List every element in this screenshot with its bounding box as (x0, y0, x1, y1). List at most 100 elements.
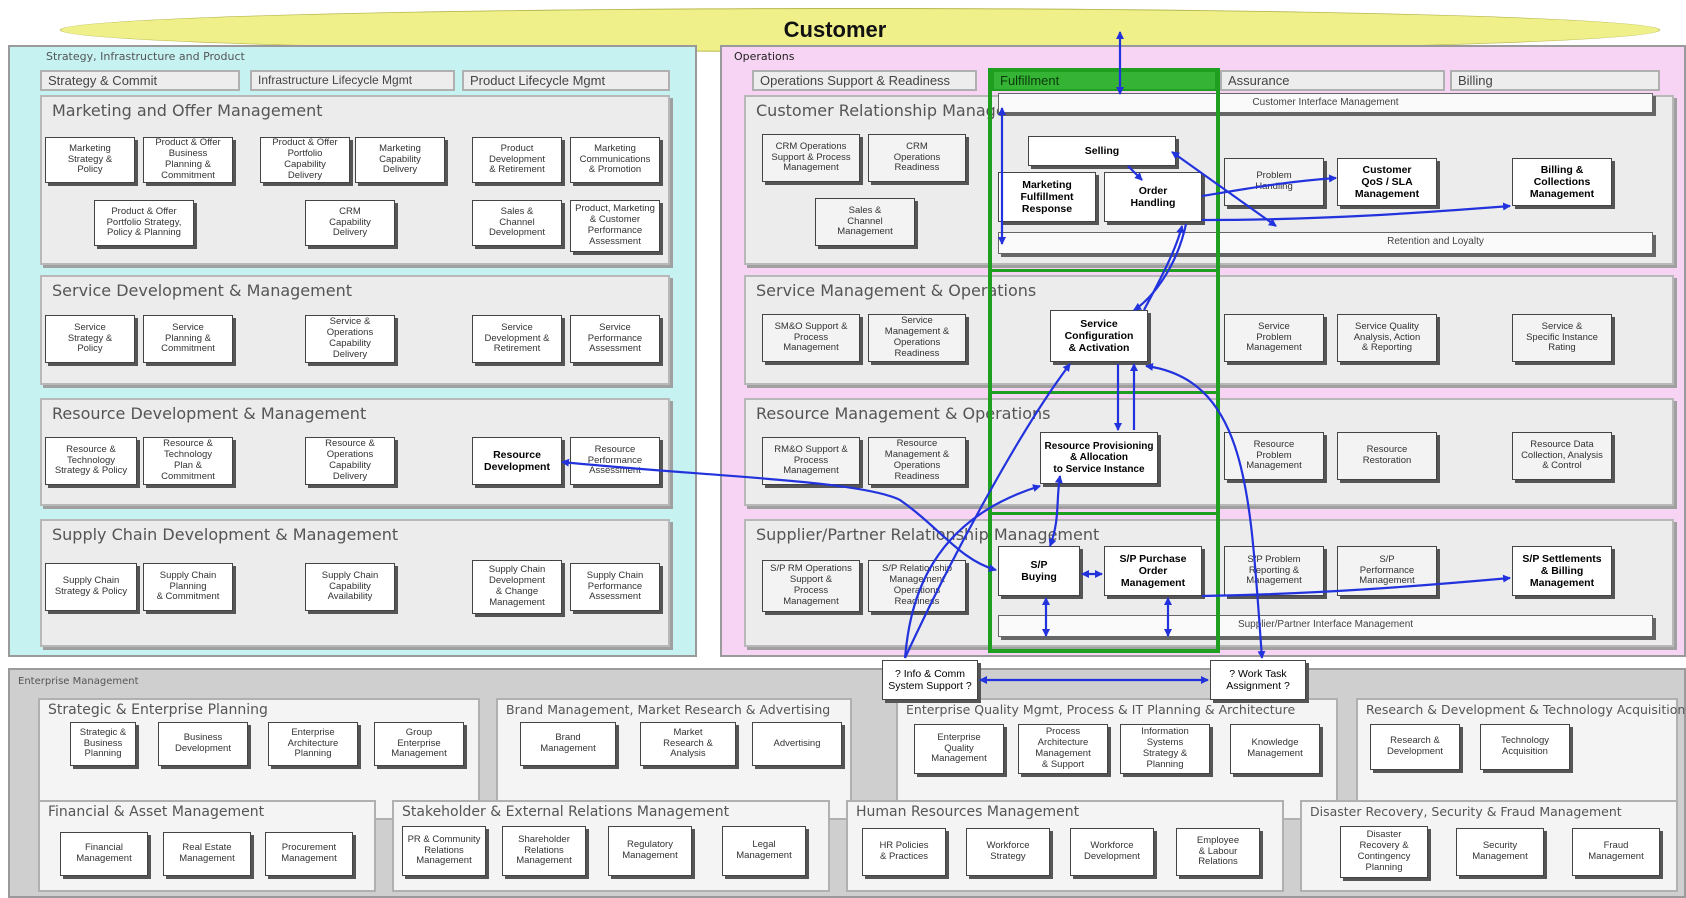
process-box[interactable]: Marketing Strategy & Policy (45, 137, 135, 183)
customer-label: Customer (783, 17, 887, 42)
section-title: Strategic & Enterprise Planning (48, 702, 268, 718)
process-box[interactable]: Service Management & Operations Readines… (868, 314, 966, 362)
process-box[interactable]: Service & Specific Instance Rating (1512, 314, 1612, 362)
section-title: Disaster Recovery, Security & Fraud Mana… (1310, 804, 1622, 819)
process-box-resource-development[interactable]: Resource Development (472, 437, 562, 485)
process-box[interactable]: PR & Community Relations Management (402, 826, 486, 876)
fulfillment-row-divider (990, 269, 1218, 272)
row-title: Customer Relationship Management (756, 101, 1048, 120)
process-box[interactable]: Supply Chain Performance Assessment (570, 563, 660, 611)
process-box-sp-settlements[interactable]: S/P Settlements & Billing Management (1512, 546, 1612, 596)
ops-header-billing: Billing (1450, 70, 1660, 91)
ops-title: Operations (734, 50, 795, 63)
process-box[interactable]: Fraud Management (1572, 828, 1660, 876)
process-box[interactable]: Technology Acquisition (1480, 724, 1570, 770)
process-box[interactable]: Sales & Channel Management (815, 198, 915, 246)
process-box[interactable]: Product, Marketing & Customer Performanc… (570, 200, 660, 252)
process-box[interactable]: Workforce Development (1070, 828, 1154, 876)
process-box[interactable]: Marketing Communications & Promotion (570, 137, 660, 183)
process-box[interactable]: Research & Development (1370, 724, 1460, 770)
process-box[interactable]: Shareholder Relations Management (502, 826, 586, 876)
process-box[interactable]: Resource & Operations Capability Deliver… (305, 437, 395, 485)
process-box[interactable]: Product & Offer Portfolio Capability Del… (260, 137, 350, 183)
process-box[interactable]: Service Performance Assessment (570, 315, 660, 363)
process-box[interactable]: Supply Chain Capability Availability (305, 563, 395, 611)
process-box[interactable]: Enterprise Quality Management (914, 724, 1004, 774)
customer-ellipse (60, 8, 1660, 52)
process-box[interactable]: Process Architecture Management & Suppor… (1018, 724, 1108, 774)
process-box[interactable]: Resource Data Collection, Analysis & Con… (1512, 432, 1612, 480)
fulfillment-row-divider (990, 391, 1218, 394)
row-title: Service Development & Management (52, 281, 352, 300)
process-box[interactable]: Disaster Recovery & Contingency Planning (1340, 826, 1428, 878)
process-box-customer-qos[interactable]: Customer QoS / SLA Management (1337, 158, 1437, 206)
process-box[interactable]: CRM Operations Readiness (868, 134, 966, 182)
process-box[interactable]: CRM Capability Delivery (305, 200, 395, 246)
process-box[interactable]: Information Systems Strategy & Planning (1120, 724, 1210, 774)
callout-work-task-assignment[interactable]: ? Work Task Assignment ? (1210, 660, 1306, 700)
process-box[interactable]: Resource Problem Management (1224, 432, 1324, 480)
process-box[interactable]: Service & Operations Capability Delivery (305, 315, 395, 363)
process-box[interactable]: S/P Relationship Management Operations R… (868, 560, 966, 612)
process-box[interactable]: Service Development & Retirement (472, 315, 562, 363)
section-title: Stakeholder & External Relations Managem… (402, 804, 730, 820)
process-box[interactable]: Service Strategy & Policy (45, 315, 135, 363)
process-box[interactable]: Marketing Capability Delivery (355, 137, 445, 183)
process-box[interactable]: Business Development (158, 722, 248, 766)
ops-header-support: Operations Support & Readiness (752, 70, 977, 91)
process-box[interactable]: HR Policies & Practices (862, 828, 946, 876)
process-box[interactable]: Service Planning & Commitment (143, 315, 233, 363)
process-box[interactable]: Brand Management (520, 722, 616, 766)
process-box[interactable]: Sales & Channel Development (472, 200, 562, 246)
process-box[interactable]: Service Problem Management (1224, 314, 1324, 362)
process-box[interactable]: S/P Performance Management (1337, 546, 1437, 596)
process-box[interactable]: Financial Management (60, 832, 148, 876)
process-box[interactable]: Employee & Labour Relations (1176, 828, 1260, 876)
process-box[interactable]: Regulatory Management (608, 826, 692, 876)
fulfillment-row-divider (990, 512, 1218, 515)
row-title: Marketing and Offer Management (52, 101, 323, 120)
process-box[interactable]: RM&O Support & Process Management (762, 437, 860, 485)
process-box[interactable]: Procurement Management (265, 832, 353, 876)
row-title: Service Management & Operations (756, 281, 1037, 300)
process-box-service-configuration[interactable]: Service Configuration & Activation (1050, 310, 1148, 362)
process-box-selling[interactable]: Selling (1028, 136, 1176, 166)
process-box[interactable]: Supply Chain Strategy & Policy (45, 563, 137, 611)
process-box[interactable]: Product & Offer Portfolio Strategy, Poli… (94, 200, 194, 246)
process-box[interactable]: Product Development & Retirement (472, 137, 562, 183)
process-box[interactable]: S/P RM Operations Support & Process Mana… (762, 560, 860, 612)
process-box[interactable]: Resource Management & Operations Readine… (868, 437, 966, 485)
process-box[interactable]: Security Management (1456, 828, 1544, 876)
process-box[interactable]: Enterprise Architecture Planning (268, 722, 358, 766)
section-title: Human Resources Management (856, 804, 1080, 820)
callout-info-comm-support[interactable]: ? Info & Comm System Support ? (882, 660, 978, 700)
fulfillment-column (988, 68, 1220, 653)
process-box[interactable]: Group Enterprise Management (374, 722, 464, 766)
section-title: Enterprise Quality Mgmt, Process & IT Pl… (906, 702, 1296, 717)
section-title: Research & Development & Technology Acqu… (1366, 702, 1686, 717)
section-title: Brand Management, Market Research & Adve… (506, 702, 831, 717)
process-box[interactable]: Supply Chain Development & Change Manage… (472, 560, 562, 614)
process-box[interactable]: Strategic & Business Planning (70, 722, 136, 766)
bar-customer-interface: Customer Interface Management (998, 93, 1653, 113)
process-box[interactable]: Product & Offer Business Planning & Comm… (143, 137, 233, 183)
process-box[interactable]: Service Quality Analysis, Action & Repor… (1337, 314, 1437, 362)
process-box[interactable]: Resource & Technology Plan & Commitment (143, 437, 233, 485)
process-box[interactable]: Supply Chain Planning & Commitment (143, 563, 233, 611)
process-box[interactable]: SM&O Support & Process Management (762, 314, 860, 362)
process-box[interactable]: S/P Problem Reporting & Management (1224, 546, 1324, 596)
process-box-marketing-fulfillment[interactable]: Marketing Fulfillment Response (998, 172, 1096, 222)
process-box[interactable]: Advertising (752, 722, 842, 766)
process-box-billing-collections[interactable]: Billing & Collections Management (1512, 158, 1612, 206)
process-box[interactable]: Workforce Strategy (966, 828, 1050, 876)
process-box[interactable]: Legal Management (722, 826, 806, 876)
process-box[interactable]: Problem Handling (1224, 158, 1324, 206)
process-box[interactable]: Market Research & Analysis (640, 722, 736, 766)
process-box[interactable]: Resource & Technology Strategy & Policy (45, 437, 137, 485)
process-box[interactable]: Knowledge Management (1230, 724, 1320, 774)
process-box[interactable]: Resource Performance Assessment (570, 437, 660, 485)
process-box[interactable]: Real Estate Management (163, 832, 251, 876)
process-box[interactable]: Resource Restoration (1337, 432, 1437, 480)
section-title: Financial & Asset Management (48, 804, 265, 820)
process-box[interactable]: CRM Operations Support & Process Managem… (762, 134, 860, 182)
